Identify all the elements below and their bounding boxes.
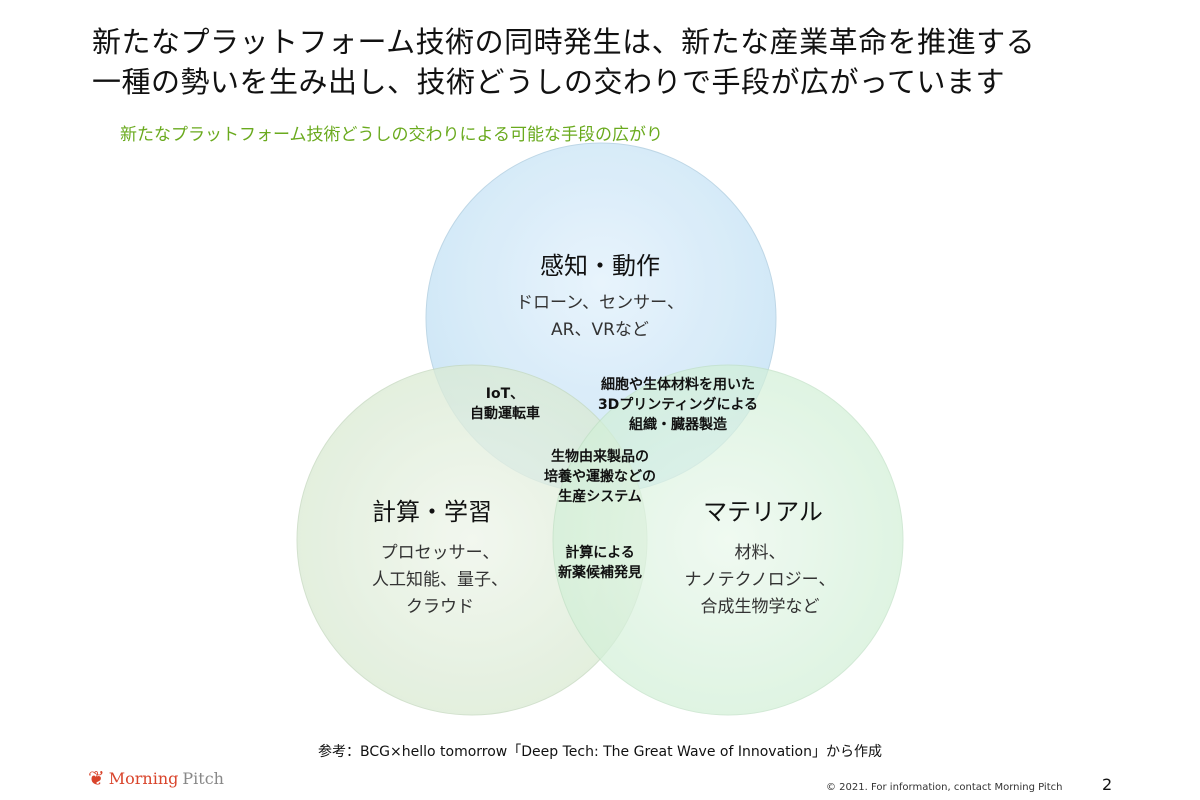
heading-compute-learning: 計算・学習 [372, 498, 492, 526]
copyright: © 2021. For information, contact Morning… [826, 782, 1063, 793]
logo-text: Morning [108, 768, 179, 788]
title-line-2: 一種の勢いを生み出し、技術どうしの交わりで手段が広がっています [92, 65, 1006, 99]
desc-sense-action: ドローン、センサー、AR、VRなど [516, 293, 684, 340]
page-number: 2 [1102, 775, 1113, 794]
heading-sense-action: 感知・動作 [540, 252, 660, 280]
heading-material: マテリアル [703, 498, 823, 526]
intersection-compute-material: 計算による新薬候補発見 [558, 545, 642, 581]
subtitle: 新たなプラットフォーム技術どうしの交わりによる可能な手段の広がり [120, 125, 663, 145]
circle-material [552, 364, 904, 716]
desc-compute-learning: プロセッサー、人工知能、量子、クラウド [372, 543, 508, 617]
slide-title: 新たなプラットフォーム技術の同時発生は、新たな産業革命を推進する 一種の勢いを生… [92, 22, 1035, 102]
intersection-all: 生物由来製品の培養や運搬などの生産システム [544, 449, 656, 505]
logo-text-2: Pitch [182, 768, 224, 788]
title-line-1: 新たなプラットフォーム技術の同時発生は、新たな産業革命を推進する [92, 25, 1036, 59]
intersection-sense-compute: IoT、自動運転車 [470, 386, 540, 422]
logo-icon: ❦ [88, 766, 105, 790]
desc-material: 材料、ナノテクノロジー、合成生物学など [684, 543, 836, 617]
reference-note: 参考：BCG×hello tomorrow「Deep Tech: The Gre… [318, 744, 882, 760]
